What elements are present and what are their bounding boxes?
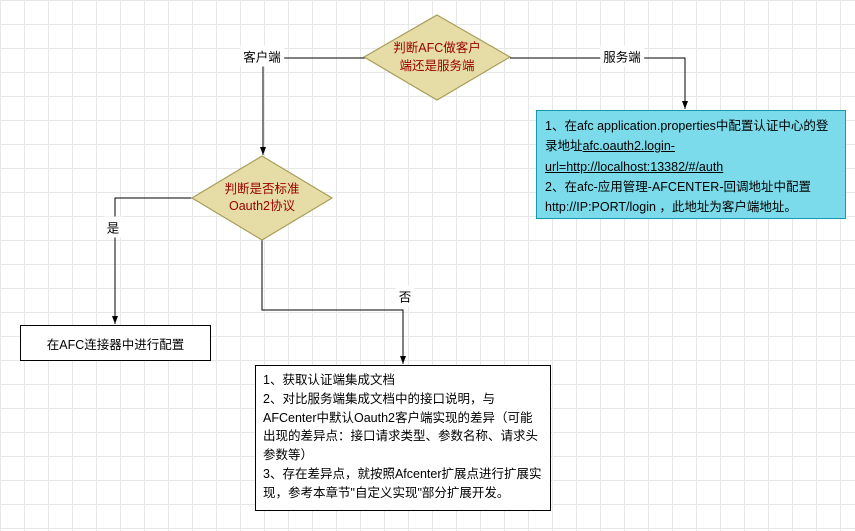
edge-label-server: 服务端: [600, 45, 644, 67]
edge-yes-branch: [112, 197, 192, 324]
edge-no-branch: [261, 240, 406, 364]
afc-connector-config-box: 在AFC连接器中进行配置: [20, 325, 211, 361]
afc-connector-config-label: 在AFC连接器中进行配置: [46, 337, 185, 352]
server-config-url: afc.oauth2.login-url=http://localhost:13…: [545, 139, 724, 174]
server-config-line1: 1、在afc application.properties中配置认证中心的登录地…: [545, 116, 837, 177]
server-config-text: 1、在afc application.properties中配置认证中心的登录地…: [545, 119, 829, 154]
edge-label-client: 客户端: [240, 45, 284, 67]
edge-label-yes: 是: [103, 216, 123, 238]
decision-1-shape: [362, 14, 512, 101]
server-config-note: 1、在afc application.properties中配置认证中心的登录地…: [536, 110, 846, 219]
decision-2-shape: [190, 155, 334, 241]
server-config-line2: 2、在afc-应用管理-AFCENTER-回调地址中配置http://IP:PO…: [545, 179, 811, 214]
edge-label-no: 否: [395, 285, 415, 307]
edge-server-branch: [510, 57, 688, 109]
custom-implementation-steps-box: 1、获取认证端集成文档 2、对比服务端集成文档中的接口说明，与AFCenter中…: [255, 365, 551, 511]
edge-client-branch: [260, 57, 365, 155]
